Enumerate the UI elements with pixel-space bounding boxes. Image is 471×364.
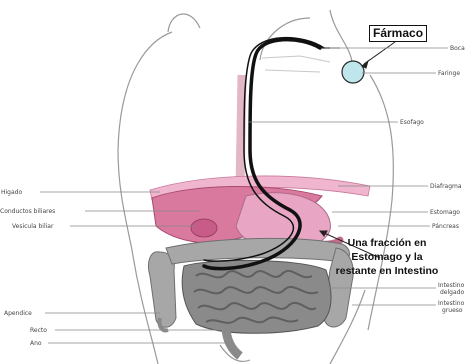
label-mouth: Boca xyxy=(450,45,465,52)
label-small-intestine-1: Intestino xyxy=(438,282,464,289)
label-anus: Ano xyxy=(30,340,42,347)
label-esophagus: Esofago xyxy=(400,119,424,126)
label-pharynx: Faringe xyxy=(438,70,460,77)
label-large-intestine-1: Intestino xyxy=(438,300,464,307)
label-diaphragm: Diafragma xyxy=(430,183,462,190)
label-rectum: Recto xyxy=(30,327,47,334)
pill-icon xyxy=(342,61,364,83)
fraction-callout-line-3: restante en Intestino xyxy=(333,264,441,278)
head-region-lines xyxy=(262,56,330,72)
fraction-callout-line-1: Una fracción en xyxy=(333,236,441,250)
fraction-callout-line-2: Estomago y la xyxy=(333,250,441,264)
label-gallbladder: Vesicula biliar xyxy=(12,223,53,230)
label-large-intestine-2: grueso xyxy=(442,307,463,314)
label-small-intestine-2: delgado xyxy=(440,289,464,296)
label-appendix: Apendice xyxy=(4,310,32,317)
gallbladder-shape xyxy=(191,219,217,237)
drug-callout: Fármaco xyxy=(369,25,427,42)
fraction-callout: Una fracción en Estomago y la restante e… xyxy=(333,236,441,278)
label-liver: Higado xyxy=(1,189,22,196)
label-pancreas: Páncreas xyxy=(432,223,459,230)
esophagus-shape xyxy=(240,75,242,190)
label-bile-ducts: Conductos biliares xyxy=(0,208,55,215)
label-stomach: Estomago xyxy=(430,209,460,216)
